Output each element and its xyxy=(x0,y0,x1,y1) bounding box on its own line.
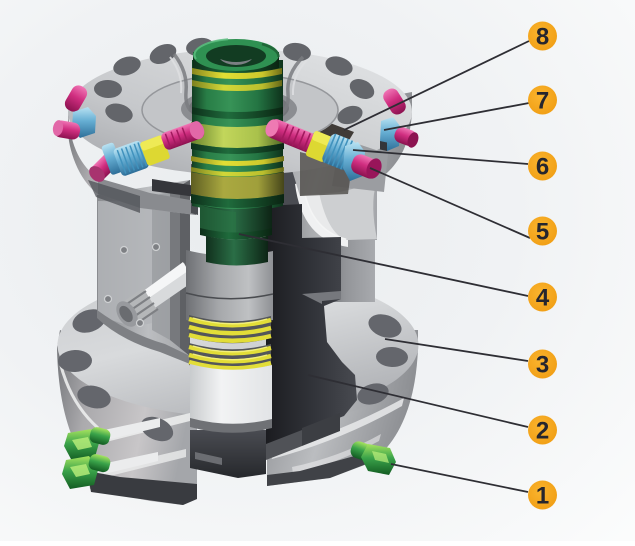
svg-text:1: 1 xyxy=(536,483,549,510)
svg-text:8: 8 xyxy=(536,24,549,51)
svg-text:4: 4 xyxy=(536,285,550,312)
svg-text:5: 5 xyxy=(536,219,549,246)
svg-text:2: 2 xyxy=(536,418,549,445)
svg-text:7: 7 xyxy=(536,88,549,115)
svg-text:6: 6 xyxy=(536,154,549,181)
svg-text:3: 3 xyxy=(536,352,549,379)
